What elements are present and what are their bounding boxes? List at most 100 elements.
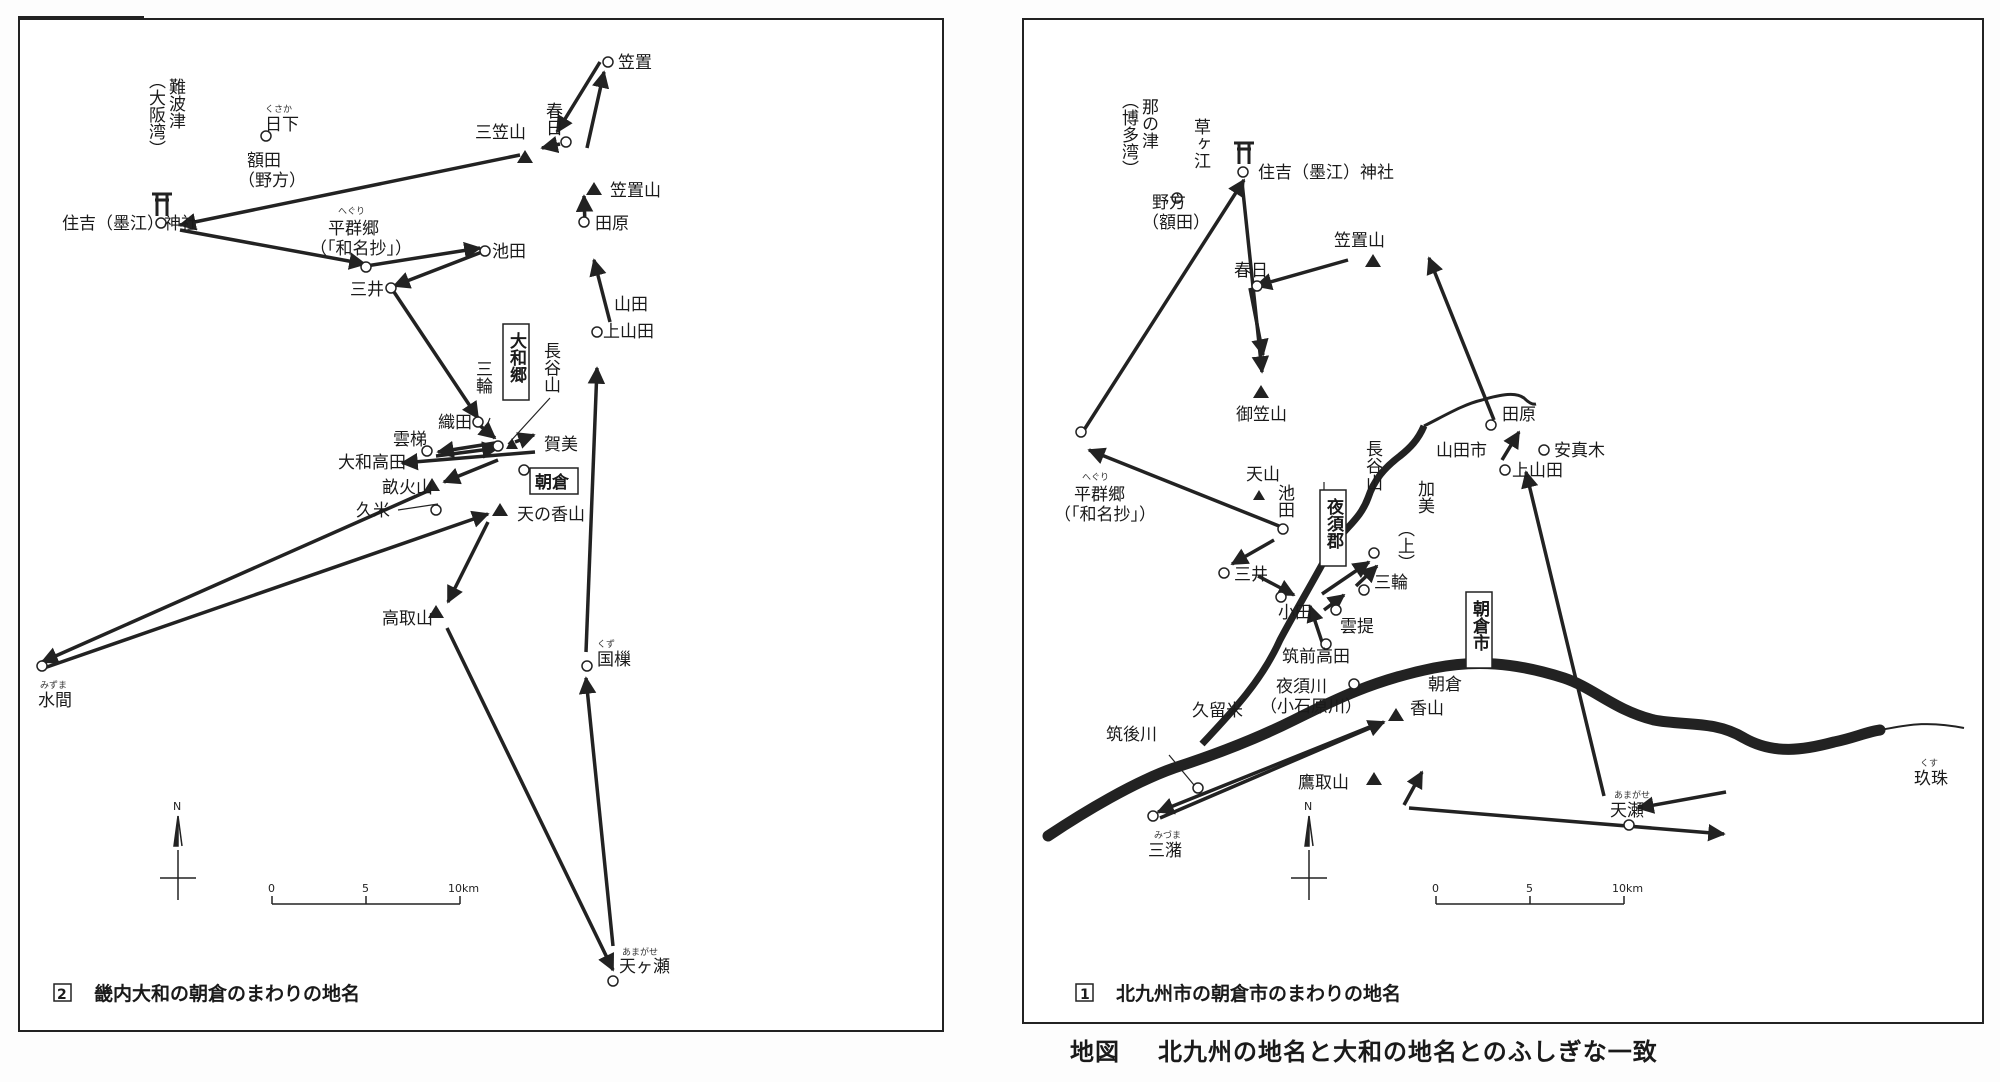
place-kasagi: 笠置 (618, 53, 652, 73)
mountain-markers (1253, 254, 1404, 785)
place-markers (36, 56, 619, 987)
scale-five: 5 (1526, 882, 1533, 895)
place-nukata: 額田 (247, 151, 281, 171)
box-asakura (529, 467, 579, 495)
map-yamato-svg: 笠置 春日 三笠山 笠置山 田原 山田 上山田 住吉（墨江）神社 へぐり 平群郷… (36, 53, 670, 1005)
box-yasugun (1319, 489, 1347, 567)
mountain-icon (1253, 385, 1269, 398)
place-kurume: 久留米 (1192, 701, 1243, 721)
place-unate: 雲梯 (393, 430, 427, 450)
place-amayama: 天山 (1246, 465, 1280, 485)
mountain-icon (1366, 772, 1382, 785)
caption-number-box (1075, 983, 1094, 1002)
place-orita: 織田 (438, 413, 472, 433)
place-mizuma: 三潴 (1148, 841, 1182, 861)
ruby-amagase: あまがせ (622, 946, 658, 958)
figure-caption: 地図 北九州の地名と大和の地名とのふしぎな一致 (1070, 1032, 1696, 1067)
place-unebiyama: 畝火山 (382, 478, 433, 498)
place-nanotsu-note: （博多湾） (1118, 92, 1139, 177)
scale-bar (1435, 896, 1625, 905)
place-kamiyamada: 上山田 (1512, 461, 1563, 481)
place-miwa: 三輪 (472, 360, 493, 395)
scale-five: 5 (362, 882, 369, 895)
place-heguri: 平群郷 (1074, 485, 1125, 505)
ruby-mizuma: みづま (1154, 830, 1181, 841)
place-yamatotakada: 大和高田 (338, 453, 406, 473)
place-naniwa: 難波津 (165, 78, 186, 129)
north-arrow (1291, 815, 1327, 900)
mountain-markers (424, 150, 602, 618)
torii-icon (152, 192, 172, 216)
scale-ten: 10km (448, 882, 479, 895)
place-takatori: 高取山 (382, 609, 433, 629)
river-chikugo-thin (1879, 723, 1965, 731)
scale-bar (271, 896, 461, 905)
place-kamiyamada: 上山田 (603, 322, 654, 342)
mountain-icon (517, 150, 533, 163)
place-mikasayama: 三笠山 (475, 123, 526, 143)
box-yamatogou (502, 323, 530, 401)
ruby-kusu: くす (1920, 758, 1938, 769)
box-asakurashi (1465, 591, 1493, 669)
caption-yamato: 畿内大和の朝倉のまわりの地名 (94, 982, 360, 1005)
ruby-kuzu: くず (597, 639, 615, 650)
caption-kyushu: 北九州市の朝倉市のまわりの地名 (1116, 982, 1401, 1005)
place-ikeda: 池田 (492, 242, 526, 262)
mountain-icon (1253, 490, 1265, 500)
place-yamada: 山田 (614, 295, 648, 315)
scale-zero: 0 (1432, 882, 1439, 895)
place-kusagae: 草ヶ江 (1190, 118, 1211, 169)
place-yamadashi: 山田市 (1436, 441, 1487, 461)
caption-number: 1 (1080, 987, 1090, 1003)
map-kyushu: 那の津 （博多湾） 草ヶ江 住吉（墨江）神社 野方 （額田） 春日 笠置山 御笠… (1022, 18, 1984, 1024)
place-amanokagu: 天の香山 (517, 505, 585, 525)
place-nukata-note: （野方） (238, 171, 306, 191)
ruby-kusaka: くさか (265, 104, 292, 115)
ruby-mizuma: みずま (40, 680, 67, 691)
map-yamato: 笠置 春日 三笠山 笠置山 田原 山田 上山田 住吉（墨江）神社 へぐり 平群郷… (18, 18, 944, 1032)
place-sumiyoshi: 住吉（墨江）神社 (1258, 163, 1394, 183)
place-kami-note: （上） (1394, 520, 1415, 571)
place-kasagiyama: 笠置山 (610, 181, 661, 201)
place-asakura: 朝倉 (1428, 675, 1462, 695)
place-naniwa-note: （大阪湾） (145, 72, 166, 157)
mountain-icon (1365, 254, 1381, 267)
place-sumiyoshi: 住吉（墨江）神社 (62, 214, 198, 234)
place-nogata-note: （額田） (1142, 213, 1210, 233)
place-kami: 賀美 (544, 435, 578, 455)
place-ikeda: 池田 (1274, 484, 1295, 518)
place-chikuzentakada: 筑前高田 (1282, 647, 1350, 667)
place-oda: 小田 (1278, 603, 1312, 623)
north-label: N (173, 800, 181, 813)
figure-caption-label: 地図 (1070, 1038, 1120, 1066)
scale-zero: 0 (268, 882, 275, 895)
place-yasumagi: 安真木 (1554, 441, 1605, 461)
mountain-icon (506, 438, 518, 449)
mountain-icon (1388, 708, 1404, 721)
place-chikugogawa: 筑後川 (1106, 725, 1157, 745)
caption-number-box (53, 983, 72, 1002)
north-arrow (160, 815, 196, 900)
place-kasuga: 春日 (542, 102, 563, 136)
scale-ten: 10km (1612, 882, 1643, 895)
ruby-amagase: あまがせ (1614, 789, 1650, 801)
place-hasedera: 長谷山 (540, 342, 561, 393)
place-kami: 加美 (1414, 480, 1435, 514)
place-kasagiyama: 笠置山 (1334, 231, 1385, 251)
place-yasugawa: 夜須川 (1276, 677, 1327, 697)
place-miwa: 三輪 (1374, 573, 1408, 593)
place-unate: 雲提 (1340, 617, 1374, 637)
place-asakura: 朝倉 (535, 472, 570, 493)
place-yasugawa-note: （小石原川） (1260, 697, 1362, 717)
place-heguri-note: （「和名抄」） (1054, 505, 1156, 525)
figure-caption-text: 北九州の地名と大和の地名とのふしぎな一致 (1158, 1038, 1658, 1066)
caption-number: 2 (57, 987, 67, 1003)
top-rule (18, 16, 144, 19)
torii-icon (1234, 141, 1254, 164)
place-kusu: 玖珠 (1914, 769, 1948, 789)
place-mii: 三井 (1234, 565, 1268, 585)
place-heguri: 平群郷 (328, 219, 379, 239)
place-mikasayama: 御笠山 (1236, 405, 1287, 425)
north-label: N (1304, 800, 1312, 813)
place-amagase: 天瀬 (1610, 801, 1644, 821)
